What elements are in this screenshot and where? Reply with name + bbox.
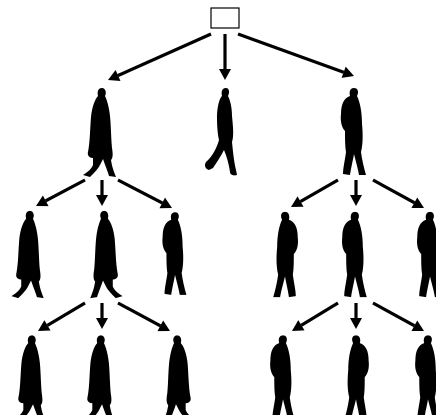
silhouette-node-10-icon	[13, 335, 46, 415]
silhouette-node-9-icon	[417, 211, 436, 298]
arrow-1	[108, 32, 212, 81]
silhouette-node-2-icon	[205, 88, 237, 176]
arrow-15	[372, 301, 424, 331]
silhouette-node-3-icon	[340, 88, 366, 175]
arrow-6	[117, 178, 172, 209]
arrow-9	[372, 178, 424, 208]
silhouette-node-5-icon	[90, 210, 123, 299]
root-node-box-icon	[210, 7, 240, 29]
arrow-12	[117, 301, 170, 332]
silhouette-node-4-icon	[11, 210, 44, 299]
silhouette-node-12-icon	[163, 335, 196, 415]
tree-nodes	[11, 7, 436, 415]
arrow-8	[350, 180, 362, 206]
arrow-7	[291, 178, 339, 207]
arrow-2	[219, 34, 231, 80]
arrow-14	[350, 303, 362, 329]
silhouette-node-15-icon	[415, 335, 436, 415]
arrow-10	[38, 301, 86, 331]
arrow-4	[36, 178, 86, 207]
silhouette-node-13-icon	[270, 335, 295, 415]
silhouette-node-1-icon	[83, 88, 116, 177]
arrow-11	[96, 303, 108, 329]
silhouette-node-6-icon	[162, 212, 187, 295]
tree-connectors	[36, 32, 424, 332]
arrow-3	[237, 32, 354, 78]
silhouette-node-11-icon	[82, 335, 115, 415]
silhouette-node-14-icon	[344, 335, 369, 415]
arrow-5	[96, 180, 108, 206]
arrow-13	[292, 301, 339, 331]
silhouette-node-8-icon	[342, 211, 367, 298]
silhouette-node-7-icon	[273, 211, 298, 298]
